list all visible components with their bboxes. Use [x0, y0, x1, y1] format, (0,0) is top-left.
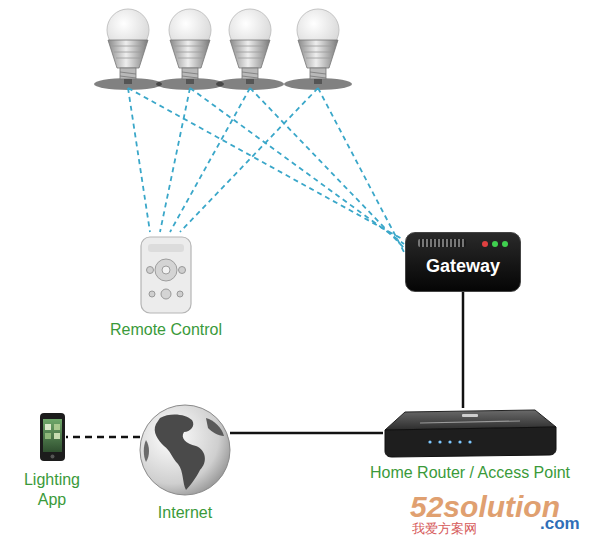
- wireless-link: [250, 88, 404, 248]
- wired-connection: [230, 432, 383, 435]
- wireless-link: [160, 88, 190, 232]
- wireless-links: [128, 88, 404, 252]
- wireless-connection: [66, 436, 140, 439]
- device-label: Home Router / Access Point: [370, 463, 570, 483]
- continent: [206, 418, 224, 436]
- router-trim: [420, 421, 520, 423]
- remote-top: [148, 244, 184, 252]
- remote-button: [147, 267, 154, 274]
- phone-body: [40, 413, 65, 461]
- remote-button: [149, 291, 155, 297]
- light-bulb: [284, 9, 352, 90]
- globe: [140, 405, 230, 495]
- wireless-link: [318, 88, 404, 252]
- status-led: [502, 241, 508, 247]
- wired-connection: [462, 292, 465, 408]
- globe-node: Internet: [140, 405, 230, 495]
- light-bulb: [216, 9, 284, 90]
- phone-drawing: [40, 413, 65, 461]
- continent: [144, 440, 149, 462]
- device-label: Gateway: [426, 247, 500, 277]
- router-drawing: [385, 410, 556, 457]
- continent: [155, 414, 205, 490]
- watermark: 我爱方案网: [412, 522, 477, 536]
- globe-drawing: [140, 405, 230, 495]
- router-led: [438, 440, 441, 443]
- phone-node: Lighting App: [38, 412, 66, 462]
- wireless-link: [170, 88, 250, 232]
- status-led: [492, 241, 498, 247]
- remote-control-drawing: [141, 237, 191, 313]
- remote-control-node: Remote Control: [140, 236, 192, 314]
- device-label: Lighting App: [16, 470, 88, 510]
- phone-screen: [43, 419, 62, 452]
- wireless-link: [190, 88, 404, 244]
- remote-button: [179, 267, 186, 274]
- remote-button: [161, 289, 171, 299]
- remote-button: [177, 291, 183, 297]
- light-bulb: [156, 9, 224, 90]
- watermark: 52solution: [410, 490, 560, 523]
- router-front: [385, 427, 556, 457]
- app-icon: [54, 433, 60, 439]
- vent-grille: [418, 239, 466, 247]
- router-logo: [462, 414, 478, 417]
- device-label: Remote Control: [110, 320, 222, 340]
- gateway-box: Gateway: [405, 232, 521, 292]
- remote-button: [162, 266, 170, 274]
- router-led: [428, 440, 431, 443]
- remote-button: [155, 259, 177, 281]
- router-led: [448, 440, 451, 443]
- app-icon: [45, 433, 51, 439]
- status-led: [482, 241, 488, 247]
- app-icon: [45, 424, 51, 430]
- wireless-link: [180, 88, 318, 232]
- wireless-link: [128, 88, 404, 240]
- remote-body: [141, 237, 191, 313]
- home-button: [51, 455, 55, 459]
- app-icon: [54, 424, 60, 430]
- watermark: .com: [540, 514, 580, 533]
- device-label: Internet: [158, 503, 212, 523]
- light-bulb: [94, 9, 162, 90]
- router-node: Home Router / Access Point: [383, 408, 557, 458]
- router-led: [458, 440, 461, 443]
- wireless-link: [128, 88, 150, 232]
- router-led: [468, 440, 471, 443]
